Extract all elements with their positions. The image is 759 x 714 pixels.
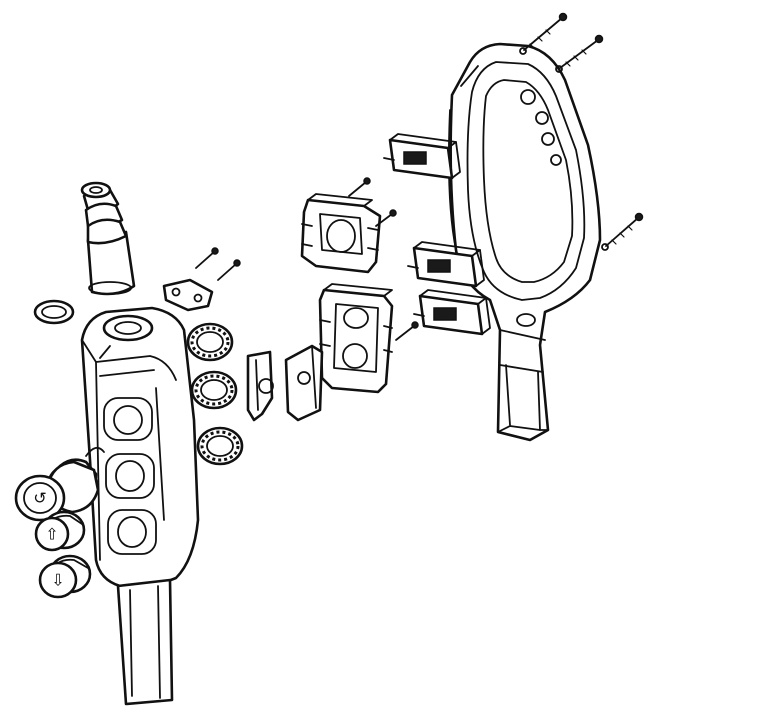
cable-bracket bbox=[162, 278, 214, 312]
screw bbox=[217, 259, 241, 281]
screw bbox=[601, 212, 644, 251]
lock-ring bbox=[186, 322, 234, 362]
contact-block bbox=[383, 133, 461, 180]
contact-block bbox=[413, 289, 491, 336]
screw bbox=[375, 209, 397, 227]
o-ring bbox=[33, 299, 75, 325]
screw bbox=[348, 177, 371, 197]
emergency-stop-button: ↺ bbox=[14, 446, 105, 522]
screw bbox=[555, 34, 604, 73]
cable-boot bbox=[80, 181, 136, 296]
cable-clamp bbox=[284, 344, 324, 422]
arrow-down-icon: ⇩ bbox=[51, 571, 64, 590]
rotate-icon: ↺ bbox=[33, 489, 46, 508]
contact-block bbox=[407, 241, 485, 288]
mounting-plate bbox=[300, 193, 382, 274]
rear-housing bbox=[447, 42, 602, 442]
lock-ring bbox=[196, 426, 244, 466]
screw bbox=[195, 247, 219, 269]
mounting-plate bbox=[318, 283, 394, 394]
screw bbox=[395, 321, 419, 341]
push-button-up: ⇧ bbox=[34, 510, 86, 552]
front-housing bbox=[80, 306, 200, 706]
push-button-down: ⇩ bbox=[38, 554, 92, 599]
cable-clamp bbox=[246, 350, 274, 422]
lock-ring bbox=[190, 370, 238, 410]
arrow-up-icon: ⇧ bbox=[45, 525, 58, 544]
screw bbox=[519, 12, 568, 55]
